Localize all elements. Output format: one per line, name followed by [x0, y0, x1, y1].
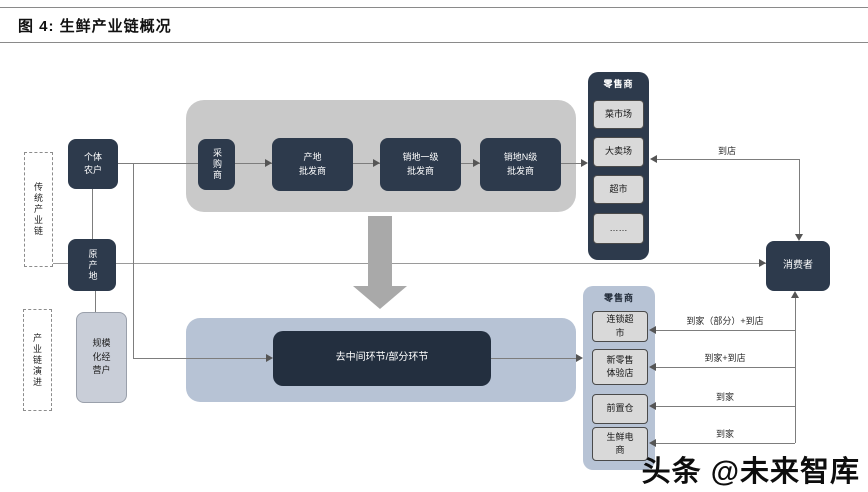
retail-item-new-retail-store: 新零售体验店 — [592, 349, 648, 385]
retail-item-supermarket: 超市 — [593, 175, 644, 204]
arrow-mode1 — [649, 326, 656, 334]
retail-item-front-warehouse: 前置仓 — [592, 394, 648, 424]
arrow-mode3 — [649, 402, 656, 410]
arrow-mode2 — [649, 363, 656, 371]
retail-item-fresh-ecommerce: 生鲜电商 — [592, 427, 648, 461]
arrow-to-origin-wholesaler — [265, 159, 272, 167]
newchain-in-line — [133, 358, 267, 359]
evolution-arrow-icon — [353, 286, 407, 309]
origin-to-operator-vline — [95, 291, 96, 312]
traditional-retail-column: 零售商 菜市场 大卖场 超市 …… — [588, 72, 649, 260]
mode1-line — [656, 330, 795, 331]
watermark: 头条 @未来智库 — [641, 456, 860, 488]
arrow-into-consumer-left — [759, 259, 766, 267]
purchaser-to-wholesaler-line — [235, 163, 272, 164]
origin-place-box: 原产地 — [68, 239, 116, 291]
arrow-to-tierN-wholesaler — [473, 159, 480, 167]
to-store-label: 到店 — [717, 146, 736, 156]
mode3-line — [656, 406, 795, 407]
mode2-line — [656, 367, 795, 368]
to-store-line — [657, 159, 799, 160]
evolution-arrow-shaft — [368, 216, 392, 286]
arrow-down-into-consumer — [795, 234, 803, 241]
mode4-label: 到家 — [715, 429, 734, 439]
arrow-to-tier1-wholesaler — [373, 159, 380, 167]
origin-wholesaler-box: 产地 批发商 — [272, 138, 353, 191]
top-rule — [0, 7, 868, 8]
side-label-evolution: 产业链演进 — [23, 309, 52, 411]
tier1-wholesaler-box: 销地一级 批发商 — [380, 138, 461, 191]
new-retail-column: 零售商 连锁超市 新零售体验店 前置仓 生鲜电商 — [583, 286, 655, 470]
title-rule — [0, 42, 868, 43]
arrow-to-traditional-retail — [581, 159, 588, 167]
consumer-to-modes-vline — [795, 298, 796, 443]
mode3-label: 到家 — [715, 392, 734, 402]
farmer-to-purchaser-line — [118, 163, 198, 164]
arrow-up-into-consumer — [791, 291, 799, 298]
retail-item-hypermarket: 大卖场 — [593, 137, 644, 167]
wholesaler1-to-2-line — [353, 163, 380, 164]
traditional-retail-header: 零售商 — [603, 79, 634, 89]
tierN-wholesaler-box: 销地N级 批发商 — [480, 138, 561, 191]
farmer-to-origin-vline — [92, 189, 93, 239]
wholesaler-to-retail-line — [561, 163, 582, 164]
arrow-to-shortcut — [266, 354, 273, 362]
mode1-label: 到家（部分）+到店 — [686, 316, 764, 326]
mode4-line — [656, 443, 795, 444]
to-store-vline — [799, 159, 800, 235]
shortcut-to-retail-line — [491, 358, 577, 359]
side-label-traditional: 传统产业链 — [24, 152, 53, 267]
consumer-box: 消费者 — [766, 241, 830, 291]
retail-item-chain-supermarket: 连锁超市 — [592, 311, 648, 342]
shortcut-box: 去中间环节/部分环节 — [273, 331, 491, 386]
scaled-operator-box: 规模化经营户 — [76, 312, 127, 403]
farmer-to-newchain-vline — [133, 163, 134, 358]
arrow-mode4 — [649, 439, 656, 447]
individual-farmer-box: 个体农户 — [68, 139, 118, 189]
figure-title: 图 4: 生鲜产业链概况 — [18, 18, 172, 35]
arrow-to-store-into-retail — [650, 155, 657, 163]
mode2-label: 到家+到店 — [704, 353, 746, 363]
wholesaler2-to-3-line — [461, 163, 480, 164]
new-retail-header: 零售商 — [603, 293, 634, 303]
retail-item-vegetable-market: 菜市场 — [593, 100, 644, 129]
purchaser-box: 采购商 — [198, 139, 235, 190]
origin-to-consumer-line — [40, 263, 766, 264]
retail-item-ellipsis: …… — [593, 213, 644, 244]
arrow-to-new-retail — [576, 354, 583, 362]
